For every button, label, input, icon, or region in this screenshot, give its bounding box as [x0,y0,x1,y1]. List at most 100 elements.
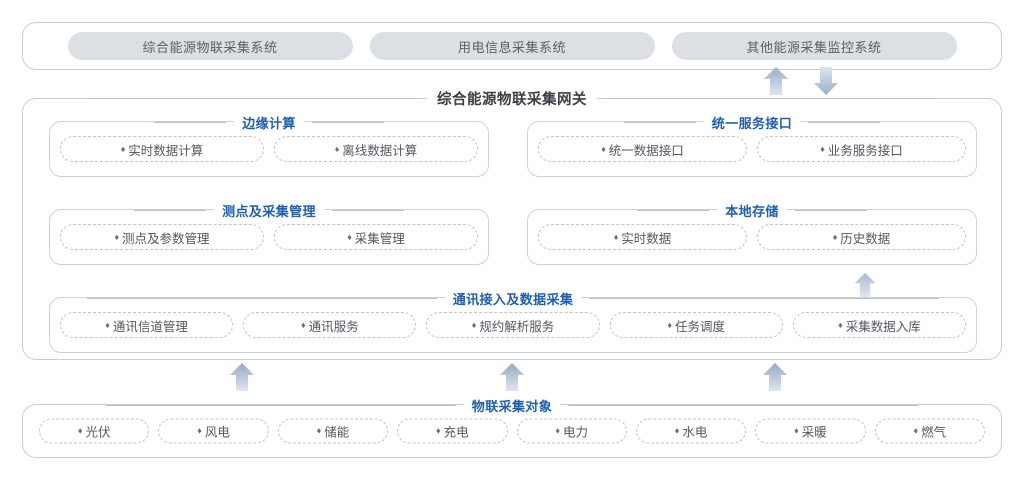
group-rule-left [623,122,696,123]
group-title-measuring-point-collection-management: 测点及采集管理 [50,201,488,220]
group-items: ♦ 测点及参数管理 ♦ 采集管理 [60,224,478,250]
item-label: 统一数据接口 [608,143,684,158]
group-rule-right [808,122,881,123]
item-pill[interactable]: ♦ 测点及参数管理 [60,224,264,250]
group-rule-right [568,405,919,406]
object-label: 充电 [443,425,469,440]
object-pill-gas[interactable]: ♦ 燃气 [874,418,985,444]
group-items: ♦ 实时数据 ♦ 历史数据 [538,224,966,250]
gateway-title: 综合能源物联采集网关 [23,88,1001,109]
bullet-icon: ♦ [197,425,202,436]
bullet-icon: ♦ [471,319,477,330]
item-pill[interactable]: ♦ 实时数据计算 [60,136,264,162]
bullet-icon: ♦ [120,143,126,154]
item-label: 实时数据计算 [128,143,204,158]
bullet-icon: ♦ [913,425,919,436]
bullet-icon: ♦ [838,319,843,330]
group-unified-service-interface: 统一服务接口 ♦ 统一数据接口 ♦ 业务服务接口 [527,113,977,177]
objects-panel-title: 物联采集对象 [23,396,1001,415]
bullet-icon: ♦ [436,425,441,436]
top-systems-bar: 综合能源物联采集系统 用电信息采集系统 其他能源采集监控系统 [22,22,1002,70]
item-label: 任务调度 [675,319,726,334]
system-chip-label: 其他能源采集监控系统 [746,39,882,55]
system-chip-electricity-info[interactable]: 用电信息采集系统 [369,32,655,60]
gateway-title-label: 综合能源物联采集网关 [427,88,597,109]
group-rule-left [134,210,207,211]
group-rule-right [331,210,404,211]
item-pill[interactable]: ♦ 统一数据接口 [538,136,747,162]
bullet-icon: ♦ [301,319,306,330]
arrow-up-icon-bottom-right [762,362,788,392]
arrow-up-icon-middle [852,272,878,298]
object-pill-heating[interactable]: ♦ 采暖 [755,418,866,444]
system-chip-comprehensive-energy[interactable]: 综合能源物联采集系统 [67,32,353,60]
arrow-down-icon-top [813,66,839,96]
item-pill[interactable]: ♦ 采集数据入库 [792,312,967,338]
group-title-unified-service-interface: 统一服务接口 [528,113,976,132]
item-label: 规约解析服务 [479,319,555,334]
objects-items: ♦ 光伏 ♦ 风电 ♦ 储能 ♦ 充电 ♦ 电力 ♦ 水电 ♦ 采暖 ♦ 燃气 [39,418,985,444]
item-pill[interactable]: ♦ 通讯服务 [243,312,417,338]
bullet-icon: ♦ [316,425,322,436]
group-title-label: 边缘计算 [234,113,304,132]
object-pill-hydro[interactable]: ♦ 水电 [635,418,747,444]
item-pill[interactable]: ♦ 通讯信道管理 [60,312,234,338]
object-pill-power[interactable]: ♦ 电力 [516,418,627,444]
item-label: 离线数据计算 [342,143,418,158]
group-rule-right [311,122,384,123]
group-title-local-storage: 本地存储 [528,201,976,220]
objects-panel-title-label: 物联采集对象 [463,396,561,415]
object-label: 采暖 [801,425,827,440]
group-edge-computing: 边缘计算 ♦ 实时数据计算 ♦ 离线数据计算 [49,113,489,177]
arrow-up-icon-bottom-center [499,362,525,392]
bullet-icon: ♦ [347,231,352,242]
bullet-icon: ♦ [794,425,799,436]
title-rule-left [89,98,417,99]
object-pill-wind[interactable]: ♦ 风电 [158,418,269,444]
system-chip-other-energy-monitor[interactable]: 其他能源采集监控系统 [671,32,957,60]
item-label: 通讯信道管理 [112,319,188,334]
group-measuring-point-collection-management: 测点及采集管理 ♦ 测点及参数管理 ♦ 采集管理 [49,201,489,265]
group-rule-left [105,405,456,406]
item-pill[interactable]: ♦ 离线数据计算 [274,136,478,162]
item-pill[interactable]: ♦ 实时数据 [538,224,747,250]
group-local-storage: 本地存储 ♦ 实时数据 ♦ 历史数据 [527,201,977,265]
system-chip-label: 综合能源物联采集系统 [142,39,278,55]
item-pill[interactable]: ♦ 历史数据 [757,224,966,250]
group-items: ♦ 统一数据接口 ♦ 业务服务接口 [538,136,966,162]
system-chip-label: 用电信息采集系统 [457,39,566,55]
item-label: 测点及参数管理 [122,231,210,246]
item-pill[interactable]: ♦ 任务调度 [609,312,783,338]
object-label: 水电 [682,425,708,440]
bullet-icon: ♦ [601,143,606,154]
bullet-icon: ♦ [613,231,619,242]
item-pill[interactable]: ♦ 业务服务接口 [757,136,966,162]
object-label: 光伏 [85,425,111,440]
iot-objects-panel: 物联采集对象 ♦ 光伏 ♦ 风电 ♦ 储能 ♦ 充电 ♦ 电力 ♦ 水电 ♦ 采 [22,396,1002,458]
bullet-icon: ♦ [334,143,340,154]
group-rule-left [86,298,437,299]
object-pill-storage[interactable]: ♦ 储能 [277,418,389,444]
gateway-panel: 综合能源物联采集网关 边缘计算 ♦ 实时数据计算 ♦ 离线数据计算 统一服务接口 [22,88,1002,360]
bullet-icon: ♦ [77,425,83,436]
arrow-up-icon-top [763,66,789,96]
object-label: 风电 [204,425,230,440]
object-pill-charging[interactable]: ♦ 充电 [397,418,508,444]
object-label: 燃气 [921,425,947,440]
item-pill[interactable]: ♦ 采集管理 [274,224,478,250]
bullet-icon: ♦ [674,425,680,436]
item-label: 采集数据入库 [845,319,921,334]
title-rule-right [607,98,935,99]
item-label: 历史数据 [840,231,891,246]
object-pill-pv[interactable]: ♦ 光伏 [39,418,150,444]
group-items: ♦ 通讯信道管理 ♦ 通讯服务 ♦ 规约解析服务 ♦ 任务调度 ♦ 采集数据入库 [60,312,967,338]
group-rule-left [154,122,227,123]
bullet-icon: ♦ [555,425,560,436]
group-title-communication-access-data-collection: 通讯接入及数据采集 [50,289,976,308]
item-label: 业务服务接口 [827,143,903,158]
item-label: 实时数据 [621,231,672,246]
bullet-icon: ♦ [820,143,825,154]
item-pill[interactable]: ♦ 规约解析服务 [426,312,600,338]
group-rule-right [589,298,940,299]
group-communication-access-data-collection: 通讯接入及数据采集 ♦ 通讯信道管理 ♦ 通讯服务 ♦ 规约解析服务 ♦ 任务调… [49,289,977,353]
